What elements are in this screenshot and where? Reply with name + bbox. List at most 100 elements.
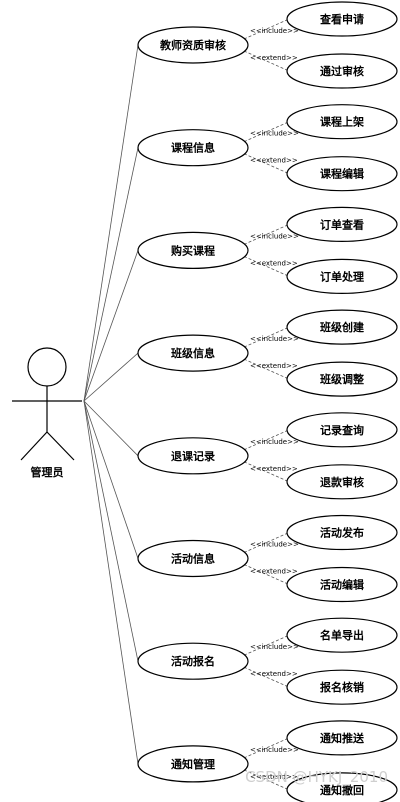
use-case-node: 活动信息 — [137, 539, 249, 578]
include-case-label: 课程上架 — [320, 115, 364, 129]
include-case-ellipse — [286, 514, 398, 551]
extend-connector — [243, 769, 290, 791]
extend-case-label: 退款审核 — [320, 475, 364, 489]
use-case-label: 活动报名 — [171, 654, 215, 668]
include-connector — [243, 634, 290, 656]
include-case-node: 查看申请 — [286, 1, 398, 37]
extend-case-ellipse — [286, 156, 398, 192]
extend-stereotype: <<extend>> — [250, 670, 298, 678]
include-case-node: 课程上架 — [286, 104, 398, 140]
include-case-label: 订单查看 — [320, 217, 364, 231]
include-connector — [243, 121, 290, 143]
use-case-node: 购买课程 — [137, 231, 249, 269]
extend-case-node: 报名核销 — [286, 669, 398, 705]
actor-label: 管理员 — [31, 465, 64, 479]
actor-right-leg — [46, 431, 75, 461]
extend-connector — [243, 256, 290, 277]
include-case-label: 活动发布 — [320, 526, 364, 540]
include-case-node: 班级创建 — [286, 309, 398, 345]
extend-case-label: 通过审核 — [320, 64, 364, 78]
extend-connector — [243, 666, 290, 688]
include-case-ellipse — [286, 1, 398, 37]
include-case-node: 通知推送 — [286, 720, 398, 756]
use-case-label: 购买课程 — [171, 243, 215, 257]
include-connector — [243, 326, 290, 348]
extend-case-label: 通知撤回 — [320, 783, 364, 797]
extend-connector — [243, 153, 290, 175]
use-case-ellipse — [137, 129, 249, 167]
include-case-ellipse — [286, 104, 398, 140]
include-case-ellipse — [286, 617, 398, 653]
include-case-label: 班级创建 — [320, 320, 365, 334]
extend-case-label: 课程编辑 — [320, 167, 364, 181]
use-case-node: 教师资质审核 — [137, 26, 249, 64]
extend-stereotype: <<extend>> — [250, 259, 298, 267]
include-case-node: 记录查询 — [286, 412, 398, 448]
extend-case-label: 报名核销 — [320, 680, 364, 694]
extend-case-node: 通知撤回 — [286, 772, 398, 802]
include-connector — [243, 224, 290, 245]
use-case-node: 通知管理 — [137, 745, 249, 783]
use-case-ellipse — [137, 334, 249, 372]
association-line — [83, 147, 139, 402]
include-stereotype: <<include>> — [250, 27, 299, 35]
association-line — [83, 250, 139, 402]
use-case-label: 退课记录 — [171, 449, 215, 463]
association-line — [83, 400, 139, 662]
extend-stereotype: <<extend>> — [250, 568, 298, 576]
use-case-label: 班级信息 — [171, 346, 215, 360]
include-stereotype: <<include>> — [250, 232, 299, 240]
association-line — [83, 400, 139, 764]
use-case-label: 教师资质审核 — [159, 38, 226, 52]
include-case-ellipse — [286, 412, 398, 448]
include-case-node: 订单查看 — [286, 206, 398, 242]
use-case-ellipse — [137, 642, 249, 680]
use-case-label: 活动信息 — [171, 552, 215, 566]
extend-case-node: 退款审核 — [286, 464, 398, 500]
include-case-ellipse — [286, 309, 398, 345]
include-case-label: 名单导出 — [320, 628, 364, 642]
actor-left-leg — [20, 431, 48, 461]
extend-case-node: 课程编辑 — [286, 156, 398, 192]
association-line — [83, 400, 139, 457]
association-line — [83, 44, 139, 402]
extend-case-node: 活动编辑 — [286, 566, 398, 603]
association-line — [83, 352, 139, 402]
include-case-label: 查看申请 — [320, 12, 364, 26]
include-connector — [243, 737, 290, 759]
include-connector — [243, 429, 290, 451]
include-stereotype: <<include>> — [250, 130, 299, 138]
use-case-node: 班级信息 — [137, 334, 249, 372]
watermark: CSDN @HYKJ_2010 — [245, 768, 388, 787]
use-case-ellipse — [137, 437, 249, 475]
extend-case-node: 通过审核 — [286, 53, 398, 89]
include-stereotype: <<include>> — [250, 335, 299, 343]
extend-case-ellipse — [286, 566, 398, 603]
extend-connector — [243, 358, 290, 380]
extend-case-ellipse — [286, 361, 398, 397]
extend-case-label: 订单处理 — [320, 269, 364, 283]
use-case-label: 课程信息 — [171, 141, 215, 155]
extend-case-node: 班级调整 — [286, 361, 398, 397]
extend-case-ellipse — [286, 53, 398, 89]
include-case-label: 记录查询 — [320, 423, 364, 437]
extend-case-label: 活动编辑 — [320, 578, 364, 592]
extend-case-ellipse — [286, 464, 398, 500]
use-case-label: 通知管理 — [171, 757, 215, 771]
extend-stereotype: <<extend>> — [250, 54, 298, 62]
use-case-ellipse — [137, 539, 249, 578]
use-case-ellipse — [137, 231, 249, 269]
extend-case-ellipse — [286, 258, 398, 294]
include-stereotype: <<include>> — [250, 746, 299, 754]
include-case-node: 活动发布 — [286, 514, 398, 551]
include-case-node: 名单导出 — [286, 617, 398, 653]
use-case-node: 活动报名 — [137, 642, 249, 680]
include-connector — [243, 18, 290, 40]
association-line — [83, 400, 139, 559]
connectors — [83, 18, 290, 791]
extend-stereotype: <<extend>> — [250, 362, 298, 370]
use-case-ellipse — [137, 26, 249, 64]
